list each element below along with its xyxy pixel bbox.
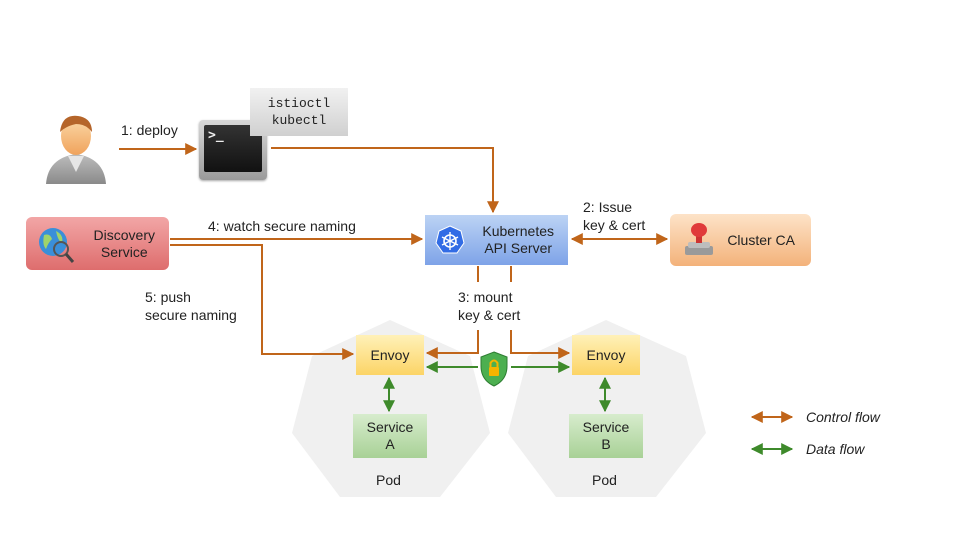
cli-tool-istioctl: istioctl (267, 96, 331, 111)
edge-mount-a (425, 330, 479, 359)
edge-label-watch: 4: watch secure naming (208, 218, 356, 234)
edge-terminal-to-k8s (271, 147, 499, 214)
pod-a-label: Pod (376, 472, 401, 488)
globe-search-icon (39, 228, 75, 263)
k8s-label-line2: API Server (484, 240, 553, 256)
edge-label-issue-1: 2: Issue (583, 199, 633, 215)
envoy-b-label: Envoy (586, 346, 626, 363)
legend-control-label: Control flow (806, 409, 880, 425)
pod-b-label: Pod (592, 472, 617, 488)
discovery-label-line2: Service (100, 243, 148, 260)
stamp-icon (685, 223, 713, 255)
edge-push (170, 244, 355, 360)
edge-mount-b (510, 330, 571, 359)
envoy-b-node[interactable]: Envoy (572, 335, 640, 375)
service-b-line2: B (601, 436, 611, 452)
k8s-label-line1: Kubernetes (482, 223, 554, 239)
service-b-line1: Service (582, 419, 630, 435)
service-a-line2: A (385, 436, 395, 452)
kubernetes-api-server-node[interactable]: Kubernetes API Server (425, 215, 568, 265)
discovery-label-line1: Discovery (93, 226, 155, 243)
service-a-node[interactable]: Service A (353, 414, 427, 458)
service-a-line1: Service (366, 419, 414, 435)
edge-label-push-1: 5: push (145, 289, 191, 305)
cluster-ca-label: Cluster CA (727, 231, 795, 248)
edge-label-deploy: 1: deploy (121, 122, 178, 138)
discovery-service-node[interactable]: Discovery Service (26, 217, 169, 270)
edge-label-push-2: secure naming (145, 307, 237, 323)
kubernetes-icon (435, 225, 465, 254)
edge-label-mount-1: 3: mount (458, 289, 513, 305)
cluster-ca-node[interactable]: Cluster CA (670, 214, 811, 266)
envoy-a-node[interactable]: Envoy (356, 335, 424, 375)
cli-tools-box: istioctl kubectl (250, 88, 348, 136)
cli-tool-kubectl: kubectl (271, 113, 327, 128)
shield-lock-icon (480, 351, 508, 387)
user-icon (46, 115, 106, 184)
edge-label-mount-2: key & cert (458, 307, 521, 323)
service-b-node[interactable]: Service B (569, 414, 643, 458)
envoy-a-label: Envoy (370, 346, 410, 363)
edge-label-issue-2: key & cert (583, 217, 646, 233)
legend-data-label: Data flow (806, 441, 865, 457)
